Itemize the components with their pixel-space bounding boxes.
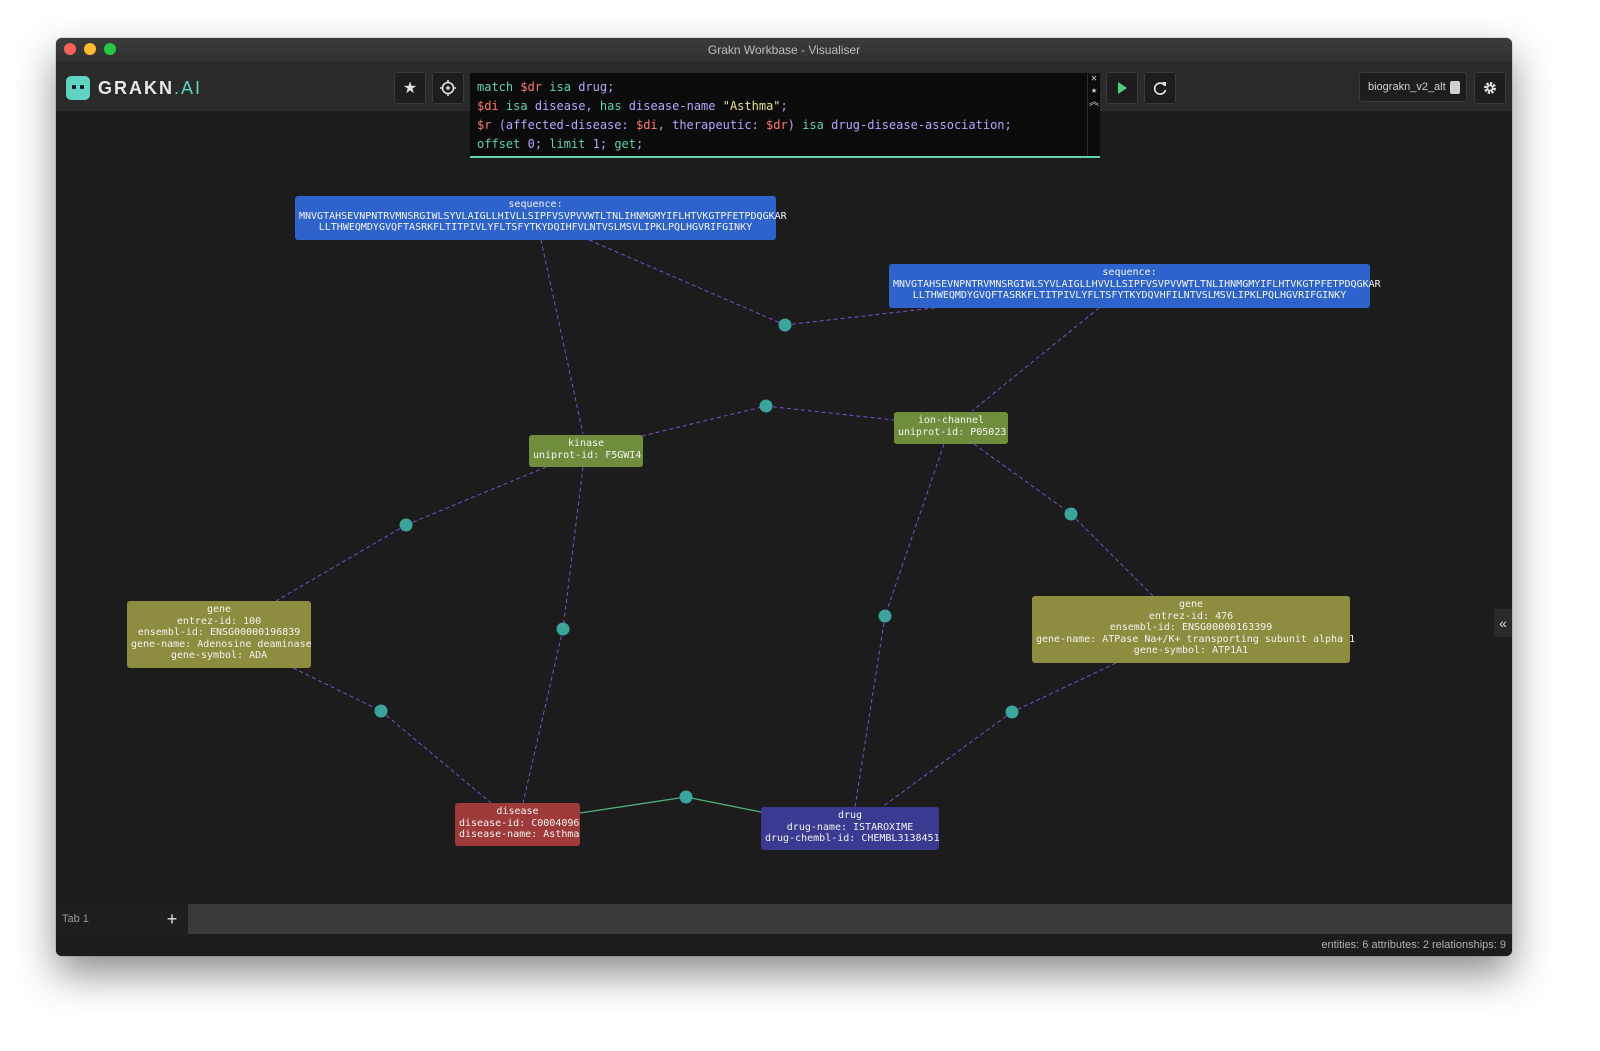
gear-icon [1484, 82, 1496, 94]
double-chevron-left-icon: « [1499, 615, 1507, 631]
gene-entity-node[interactable]: gene entrez-id: 100 ensembl-id: ENSG0000… [127, 601, 312, 668]
play-icon [1118, 82, 1127, 94]
highlighted-role-edge [685, 796, 762, 813]
role-edge [588, 239, 786, 326]
collapse-panel-button[interactable]: « [1494, 609, 1512, 637]
title-bar: Grakn Workbase - Visualiser [56, 38, 1512, 63]
favourite-queries-button[interactable]: ★ [394, 72, 426, 104]
kinase-entity-node[interactable]: kinase uniprot-id: F5GWI4 [529, 435, 643, 467]
role-edge [380, 710, 492, 804]
drug-entity-node[interactable]: drug drug-name: ISTAROXIME drug-chembl-i… [761, 807, 940, 850]
query-editor[interactable]: match $dr isa drug; $di isa disease, has… [470, 73, 1100, 158]
logo-text: GRAKN [98, 77, 174, 98]
role-edge [784, 306, 944, 326]
logo-suffix: .AI [174, 77, 203, 98]
sequence-attribute-node[interactable]: sequence: MNVGTAHSEVNPNTRVMNSRGIWLSYVLAI… [889, 264, 1381, 308]
clear-graph-button[interactable] [1144, 72, 1176, 104]
role-edge [292, 667, 382, 712]
ion-channel-entity-node[interactable]: ion-channel uniprot-id: P05023 [894, 412, 1008, 444]
role-edge [881, 711, 1013, 808]
query-line-3: $r (affected-disease: $di, therapeutic: … [477, 118, 1012, 132]
editor-side-controls: ✕ ★ ︽ [1087, 73, 1100, 156]
relationship-node[interactable] [778, 318, 792, 332]
relationship-node[interactable] [679, 790, 693, 804]
role-edge [562, 466, 584, 630]
settings-button[interactable] [1474, 72, 1506, 104]
query-line-4: offset 0; limit 1; get; [477, 137, 644, 151]
graph-stats: entities: 6 attributes: 2 relationships:… [1321, 939, 1506, 951]
tab-1[interactable]: Tab 1 [56, 904, 156, 934]
role-edge [854, 615, 886, 808]
role-edge [1011, 662, 1117, 713]
disease-entity-node[interactable]: disease disease-id: C0004096 disease-nam… [455, 803, 580, 846]
relationship-node[interactable] [556, 622, 570, 636]
relationship-node[interactable] [399, 518, 413, 532]
relationship-node[interactable] [878, 609, 892, 623]
tab-bar: Tab 1 + [56, 904, 1512, 934]
star-icon: ★ [402, 80, 418, 97]
crosshair-icon [440, 80, 456, 96]
database-icon [1449, 80, 1460, 94]
role-edge [765, 405, 895, 421]
clear-query-icon[interactable]: ✕ [1090, 73, 1098, 84]
role-edge [540, 239, 584, 435]
role-edge [522, 628, 564, 804]
role-edge [971, 307, 1100, 412]
graph-edges [275, 239, 1154, 814]
types-panel-button[interactable] [432, 72, 464, 104]
zoom-window-button[interactable] [104, 43, 116, 55]
graph-canvas[interactable]: sequence: MNVGTAHSEVNPNTRVMNSRGIWLSYVLAI… [56, 111, 1512, 904]
add-favourite-icon[interactable]: ★ [1090, 85, 1098, 96]
relationship-node[interactable] [1064, 507, 1078, 521]
role-edge [405, 466, 547, 526]
role-edge [641, 405, 767, 437]
minimize-window-button[interactable] [84, 43, 96, 55]
role-edge [275, 524, 407, 602]
grakn-logo-icon [66, 76, 90, 100]
keyspace-selector[interactable]: biograkn_v2_alt [1359, 72, 1467, 102]
sequence-attribute-node[interactable]: sequence: MNVGTAHSEVNPNTRVMNSRGIWLSYVLAI… [295, 196, 787, 240]
workbase-window: Grakn Workbase - Visualiser GRAKN.AI ★ b… [56, 38, 1512, 956]
grakn-logo: GRAKN.AI [66, 75, 202, 101]
highlighted-role-edge [579, 796, 687, 814]
add-tab-button[interactable]: + [156, 904, 188, 934]
query-line-2: $di isa disease, has disease-name "Asthm… [477, 99, 788, 113]
role-edge [1070, 513, 1154, 597]
collapse-editor-icon[interactable]: ︽ [1089, 97, 1099, 108]
window-title: Grakn Workbase - Visualiser [707, 43, 861, 57]
close-window-button[interactable] [64, 43, 76, 55]
relationship-node[interactable] [1005, 705, 1019, 719]
role-edge [973, 443, 1072, 515]
query-line-1: match $dr isa drug; [477, 80, 615, 94]
run-query-button[interactable] [1106, 72, 1138, 104]
relationship-node[interactable] [374, 704, 388, 718]
keyspace-name: biograkn_v2_alt [1368, 81, 1446, 93]
refresh-icon [1153, 82, 1167, 95]
role-edge [884, 443, 945, 617]
gene-entity-node[interactable]: gene entrez-id: 476 ensembl-id: ENSG0000… [1032, 596, 1355, 663]
relationship-node[interactable] [759, 399, 773, 413]
status-bar: entities: 6 attributes: 2 relationships:… [56, 934, 1512, 956]
